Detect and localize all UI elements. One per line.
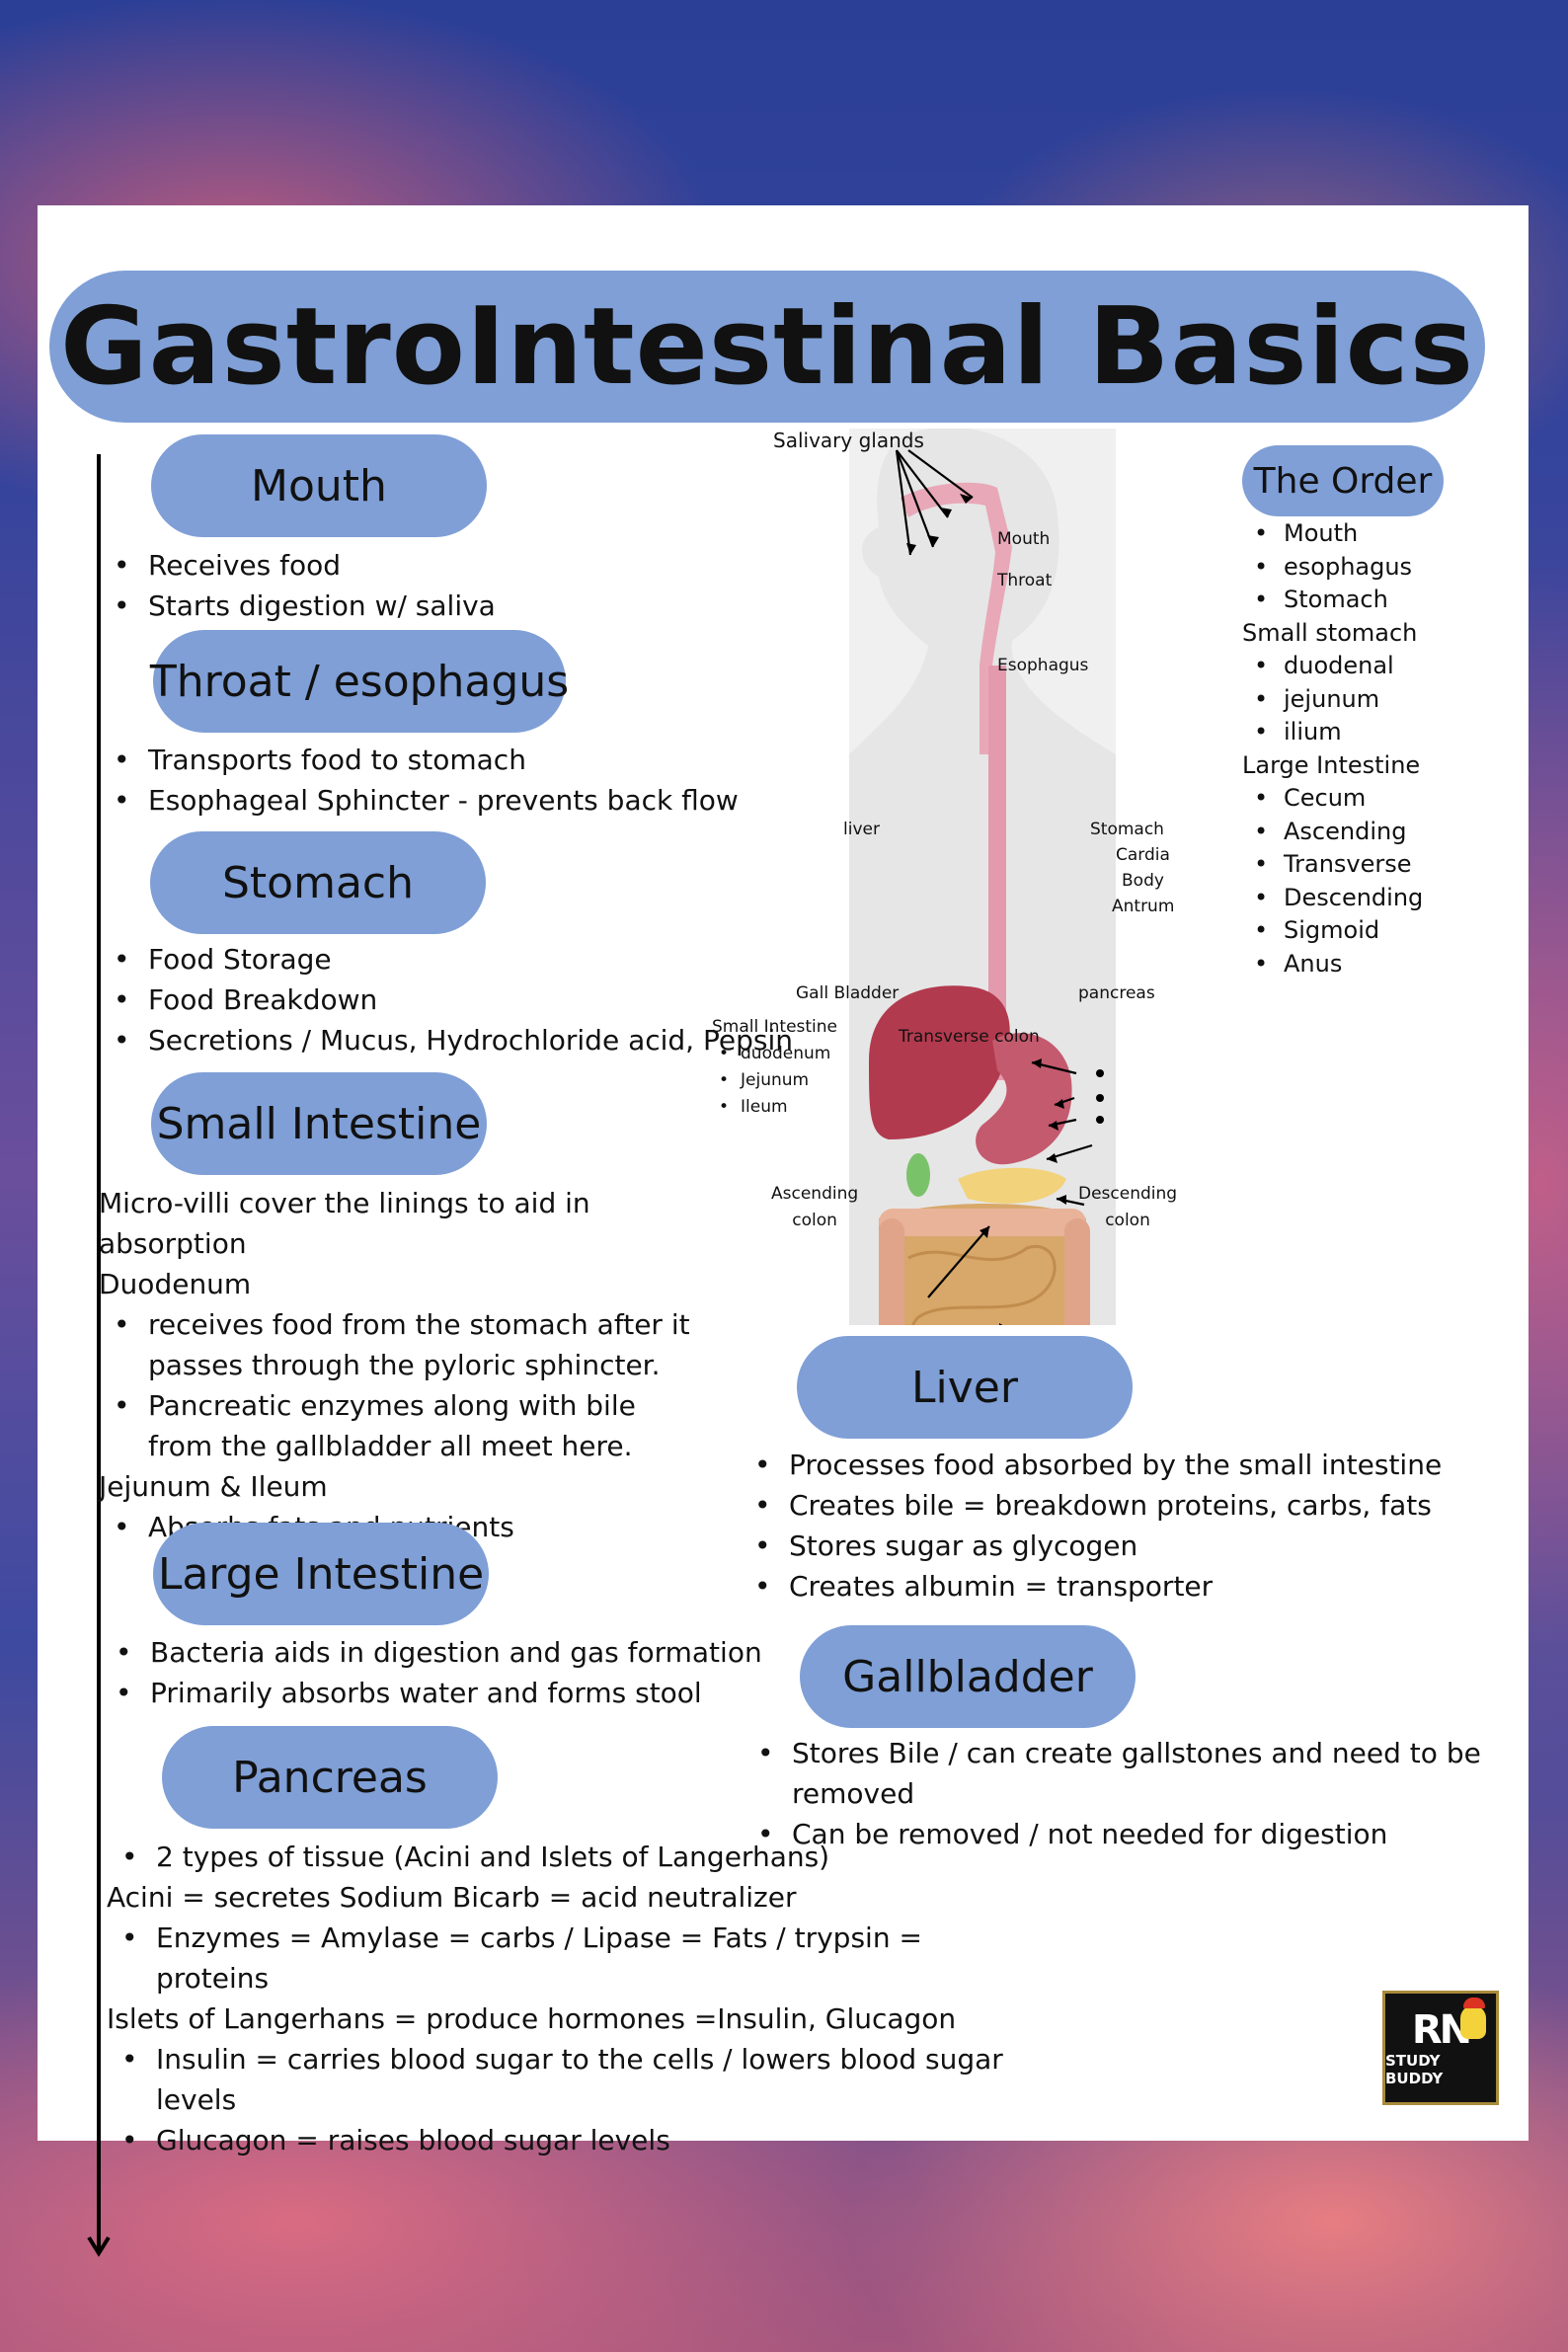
diagram-small-intestine-list: •duodenum •Jejunum •Ileum <box>719 1041 830 1121</box>
diagram-label-small-intestine: Small Intestine <box>712 1017 838 1037</box>
list-item: Sigmoid <box>1242 914 1423 948</box>
diagram-label-esophagus: Esophagus <box>997 656 1089 675</box>
list-item: Esophageal Sphincter - prevents back flo… <box>114 780 739 821</box>
pancreas-heading: Pancreas <box>162 1726 498 1829</box>
descending-label-line1: Descending <box>1078 1184 1178 1204</box>
list-item: •duodenum <box>719 1044 831 1063</box>
diagram-label-stomach: Stomach <box>1090 820 1164 839</box>
list-item: •Ileum <box>719 1097 788 1117</box>
list-item: Starts digestion w/ saliva <box>114 586 496 626</box>
list-item: esophagus <box>1242 551 1423 585</box>
duodenum-label: Duodenum <box>99 1268 252 1300</box>
small-intestine-text: Micro-villi cover the linings to aid in … <box>99 1183 731 1547</box>
lightbulb-icon <box>1460 1998 1486 2039</box>
list-item: Insulin = carries blood sugar to the cel… <box>121 2039 1010 2120</box>
diagram-label-cardia: Cardia <box>1116 845 1170 865</box>
acini-text: Acini = secretes Sodium Bicarb = acid ne… <box>107 1881 797 1914</box>
order-panel: Mouth esophagus Stomach Small stomach du… <box>1242 517 1423 980</box>
list-item: duodenal <box>1242 650 1423 683</box>
order-small-label: Small stomach <box>1242 618 1418 647</box>
order-large-label: Large Intestine <box>1242 750 1421 779</box>
mouth-list: Receives food Starts digestion w/ saliva <box>114 545 496 626</box>
list-item: Creates bile = breakdown proteins, carbs… <box>754 1485 1442 1526</box>
diagram-label-throat: Throat <box>997 571 1053 590</box>
pancreas-list-2: Enzymes = Amylase = carbs / Lipase = Fat… <box>121 1918 1010 1999</box>
throat-heading: Throat / esophagus <box>150 630 569 733</box>
jejunum-label: Jejunum & Ileum <box>99 1470 328 1503</box>
liver-list: Processes food absorbed by the small int… <box>754 1445 1442 1607</box>
list-item: Transverse <box>1242 848 1423 882</box>
list-item: Anus <box>1242 948 1423 981</box>
list-item: Enzymes = Amylase = carbs / Lipase = Fat… <box>121 1918 1010 1999</box>
list-item: Transports food to stomach <box>114 740 739 780</box>
list-item: Mouth <box>1242 517 1423 551</box>
list-item: Ascending <box>1242 816 1423 849</box>
list-item: Primarily absorbs water and forms stool <box>116 1673 762 1713</box>
diagram-label-mouth: Mouth <box>997 529 1051 549</box>
list-item: •Jejunum <box>719 1070 810 1090</box>
diagram-label-antrum: Antrum <box>1112 897 1175 916</box>
rn-study-buddy-logo: RN STUDY BUDDY <box>1382 1991 1499 2105</box>
order-list-3: Cecum Ascending Transverse Descending Si… <box>1242 782 1423 980</box>
ascending-label-line1: Ascending <box>771 1184 859 1204</box>
diagram-label-body: Body <box>1122 871 1164 891</box>
list-item: Stores Bile / can create gallstones and … <box>757 1733 1529 1814</box>
logo-tagline: STUDY BUDDY <box>1385 2052 1444 2087</box>
list-item: Secretions / Mucus, Hydrochloride acid, … <box>114 1020 793 1060</box>
diagram-label-ascending: Ascending colon <box>771 1181 858 1234</box>
list-item: Processes food absorbed by the small int… <box>754 1445 1442 1485</box>
liver-heading: Liver <box>797 1336 1133 1439</box>
list-item: Cecum <box>1242 782 1423 816</box>
list-item: ilium <box>1242 716 1423 749</box>
pancreas-list-3: Insulin = carries blood sugar to the cel… <box>121 2039 1010 2160</box>
small-intestine-intro: Micro-villi cover the linings to aid in … <box>99 1187 590 1260</box>
list-item: Receives food <box>114 545 496 586</box>
study-sheet: GastroIntestinal Basics Mouth Receives f… <box>38 205 1529 2257</box>
diagram-label-pancreas: pancreas <box>1078 983 1155 1003</box>
flow-arrow <box>87 454 111 2257</box>
list-item: Can be removed / not needed for digestio… <box>757 1814 1529 1854</box>
list-item: Stores sugar as glycogen <box>754 1526 1442 1566</box>
diagram-label-salivary: Salivary glands <box>773 429 924 452</box>
stomach-heading: Stomach <box>150 831 486 934</box>
list-item: Glucagon = raises blood sugar levels <box>121 2120 1010 2160</box>
large-intestine-heading: Large Intestine <box>153 1523 489 1625</box>
descending-label-line2: colon <box>1105 1211 1150 1230</box>
diagram-label-liver: liver <box>843 820 880 839</box>
list-item: Food Storage <box>114 939 793 980</box>
list-item: Bacteria aids in digestion and gas forma… <box>116 1632 762 1673</box>
gallbladder-heading: Gallbladder <box>800 1625 1136 1728</box>
list-item: Food Breakdown <box>114 980 793 1020</box>
list-item: Stomach <box>1242 584 1423 617</box>
ascending-label-line2: colon <box>792 1211 837 1230</box>
list-item: 2 types of tissue (Acini and Islets of L… <box>121 1837 1010 1877</box>
islets-text: Islets of Langerhans = produce hormones … <box>107 2002 957 2035</box>
diagram-label-transverse: Transverse colon <box>899 1027 1040 1047</box>
page-title: GastroIntestinal Basics <box>49 271 1485 423</box>
duodenum-list: receives food from the stomach after it … <box>114 1304 696 1466</box>
small-intestine-heading: Small Intestine <box>151 1072 487 1175</box>
list-item: Pancreatic enzymes along with bile from … <box>114 1385 696 1466</box>
list-item: Descending <box>1242 882 1423 915</box>
list-item: Creates albumin = transporter <box>754 1566 1442 1607</box>
list-item: receives food from the stomach after it … <box>114 1304 696 1385</box>
order-list-2: duodenal jejunum ilium <box>1242 650 1423 749</box>
diagram-label-descending: Descending colon <box>1078 1181 1177 1234</box>
diagram-label-gall-bladder: Gall Bladder <box>796 983 900 1003</box>
order-heading: The Order <box>1242 445 1444 516</box>
mouth-heading: Mouth <box>151 434 487 537</box>
digestive-system-illustration <box>849 429 1116 1325</box>
gallbladder-list: Stores Bile / can create gallstones and … <box>757 1733 1529 1854</box>
list-item: jejunum <box>1242 683 1423 717</box>
pancreas-list-1: 2 types of tissue (Acini and Islets of L… <box>121 1837 1010 1877</box>
order-list-1: Mouth esophagus Stomach <box>1242 517 1423 617</box>
stomach-list: Food Storage Food Breakdown Secretions /… <box>114 939 793 1060</box>
large-intestine-list: Bacteria aids in digestion and gas forma… <box>116 1632 762 1713</box>
pancreas-text: 2 types of tissue (Acini and Islets of L… <box>107 1837 1003 2160</box>
throat-list: Transports food to stomach Esophageal Sp… <box>114 740 739 821</box>
